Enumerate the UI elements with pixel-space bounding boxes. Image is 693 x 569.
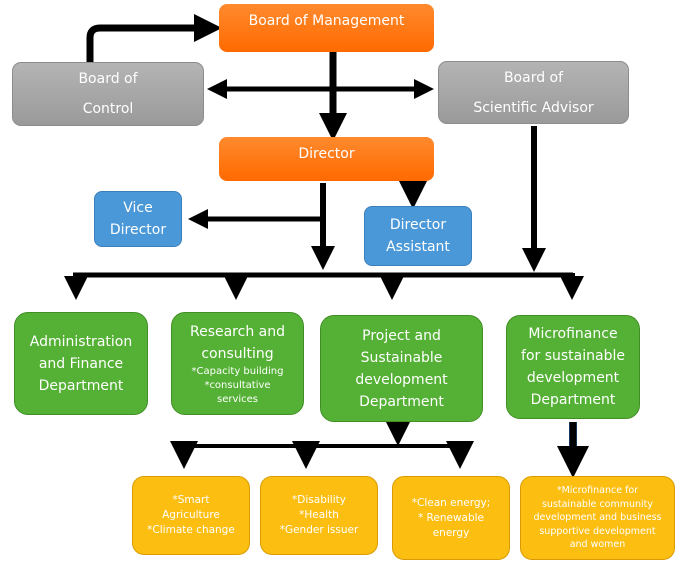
microfinance-department[interactable]: Microfinance for sustainable development… (506, 315, 640, 419)
arrow-control-to-management (86, 14, 222, 62)
project-sustainable-line-4: Department (359, 393, 444, 410)
research-consulting-detail-2: *consultative (204, 379, 271, 391)
research-consulting-detail-1: *Capacity building (191, 365, 284, 377)
microfinance-community-line-5: and women (569, 539, 626, 551)
smart-agriculture-line-2: Agriculture (162, 509, 220, 521)
vice-director-line-2: Director (109, 222, 167, 238)
disability-health-line-1: *Disability (292, 494, 346, 506)
board-of-control-line-2: Control (82, 101, 134, 117)
clean-energy-line-1: *Clean energy; (411, 496, 491, 509)
vice-director-line-1: Vice (123, 200, 153, 216)
board-of-scientific-advisor-line-1: Board of (503, 69, 564, 86)
research-consulting-department[interactable]: Research and consulting *Capacity buildi… (171, 312, 304, 415)
board-of-control-line-1: Board of (78, 71, 138, 87)
microfinance-community-program[interactable]: *Microfinance for sustainable community … (520, 476, 675, 560)
board-of-management[interactable]: Board of Management (219, 4, 434, 52)
smart-agriculture-line-1: *Smart (172, 494, 210, 506)
research-consulting-detail-3: services (216, 393, 259, 405)
administration-finance-line-3: Department (38, 377, 124, 394)
microfinance-department-line-4: Department (530, 392, 616, 408)
smart-agriculture-line-3: *Climate change (147, 524, 235, 536)
microfinance-community-line-3: development and business (533, 512, 662, 524)
microfinance-department-line-2: for sustainable (521, 348, 625, 364)
director-label: Director (298, 146, 355, 162)
clean-energy-line-2: * Renewable (417, 511, 485, 524)
vice-director[interactable]: Vice Director (94, 191, 182, 247)
board-of-management-label: Board of Management (248, 13, 405, 29)
project-sustainable-line-3: development (355, 371, 448, 388)
board-of-control[interactable]: Board of Control (12, 62, 204, 126)
administration-finance-department[interactable]: Administration and Finance Department (14, 312, 148, 415)
microfinance-community-line-4: supportive development (539, 525, 656, 537)
microfinance-department-line-1: Microfinance (528, 326, 618, 342)
director-assistant[interactable]: Director Assistant (364, 206, 472, 266)
director-assistant-line-2: Assistant (386, 239, 450, 255)
project-sustainable-department[interactable]: Project and Sustainable development Depa… (320, 315, 483, 422)
clean-energy-program[interactable]: *Clean energy; * Renewable energy (392, 476, 510, 560)
microfinance-community-line-2: sustainable community (541, 498, 654, 510)
microfinance-community-line-1: *Microfinance for (556, 485, 639, 497)
microfinance-department-line-3: development (526, 370, 620, 386)
clean-energy-line-3: energy (432, 526, 470, 539)
project-sustainable-line-1: Project and (362, 327, 441, 344)
disability-health-line-3: *Gender issuer (279, 524, 359, 536)
director-assistant-line-1: Director (389, 217, 447, 233)
disability-health-line-2: *Health (299, 509, 339, 521)
project-sustainable-line-2: Sustainable (360, 349, 443, 366)
smart-agriculture-program[interactable]: *Smart Agriculture *Climate change (132, 476, 250, 555)
director[interactable]: Director (219, 137, 434, 181)
research-consulting-line-1: Research and (189, 323, 285, 340)
administration-finance-line-2: and Finance (38, 355, 124, 372)
disability-health-program[interactable]: *Disability *Health *Gender issuer (260, 476, 378, 555)
board-of-scientific-advisor[interactable]: Board of Scientific Advisor (438, 61, 629, 124)
administration-finance-line-1: Administration (29, 333, 133, 350)
research-consulting-line-2: consulting (201, 345, 274, 362)
board-of-scientific-advisor-line-2: Scientific Advisor (473, 99, 594, 116)
